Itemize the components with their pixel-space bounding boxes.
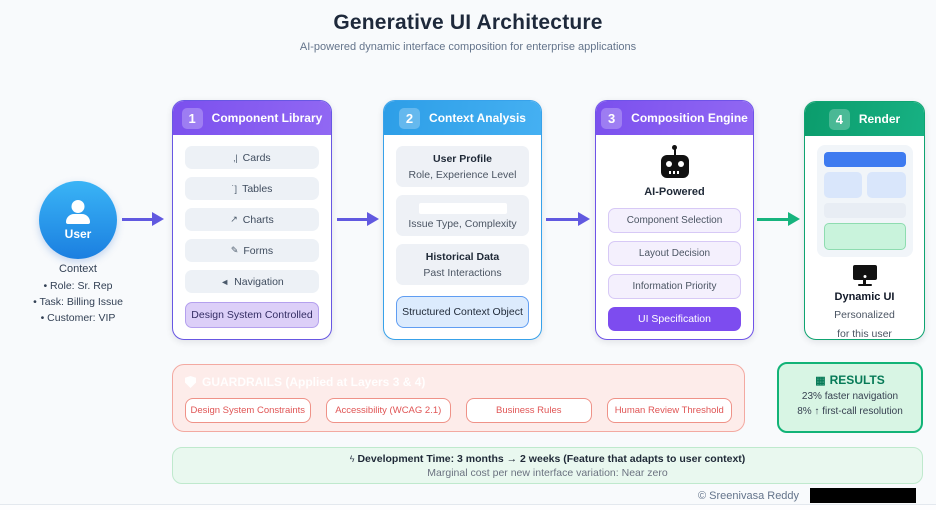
bottom-margin	[0, 505, 936, 510]
results-metric: 8% ↑ first-call resolution	[797, 406, 903, 417]
composition-engine-panel: 3 Composition Engine AI-Powered Componen…	[595, 100, 754, 340]
component-library-panel: 1 Component Library ‚|Cards ˙]Tables ↗Ch…	[172, 100, 332, 340]
mini-ui-green-block	[823, 223, 906, 250]
engine-step-layout-decision: Layout Decision	[608, 241, 741, 266]
page-title: Generative UI Architecture	[333, 11, 603, 34]
redacted-credit-block	[810, 488, 916, 503]
step-number-badge: 1	[181, 107, 203, 129]
guardrail-design-system-constraints: Design System Constraints	[185, 398, 311, 423]
results-panel: ▦RESULTS 23% faster navigation 8% ↑ firs…	[777, 362, 923, 433]
mini-ui-gray-bar	[823, 203, 906, 218]
composition-engine-header: 3 Composition Engine	[596, 101, 753, 135]
charts-icon: ↗	[230, 214, 238, 224]
mini-ui-card	[867, 172, 906, 198]
flow-arrow-engine-to-render	[757, 212, 800, 226]
render-header: 4 Render	[805, 102, 924, 136]
page-subtitle: AI-powered dynamic interface composition…	[299, 41, 637, 53]
context-analysis-panel: 2 Context Analysis User Profile Role, Ex…	[383, 100, 542, 340]
user-context: Context • Role: Sr. Rep • Task: Billing …	[4, 263, 152, 326]
person-icon	[65, 199, 91, 224]
author-credit: © Sreenivasa Reddy	[698, 490, 800, 502]
guardrail-business-rules: Business Rules	[466, 398, 592, 423]
context-analysis-header: 2 Context Analysis	[384, 101, 541, 135]
design-system-pill: Design System Controlled	[185, 302, 319, 328]
ai-powered-label: AI-Powered	[644, 186, 705, 198]
context-item: • Task: Billing Issue	[33, 296, 123, 308]
context-card-user-profile: User Profile Role, Experience Level	[396, 146, 529, 187]
guardrails-panel: GUARDRAILS (Applied at Layers 3 & 4) Des…	[172, 364, 745, 432]
render-panel: 4 Render Dynamic UI Personalized for thi…	[804, 101, 925, 340]
guardrails-title: GUARDRAILS (Applied at Layers 3 & 4)	[185, 375, 732, 389]
mini-ui-preview	[816, 145, 913, 257]
flow-arrow-library-to-context	[337, 212, 379, 226]
step-number-badge: 3	[601, 107, 623, 129]
context-title: Context	[59, 263, 97, 275]
library-item-charts: ↗Charts	[185, 208, 319, 231]
context-item: • Customer: VIP	[40, 312, 116, 324]
user-label: User	[64, 226, 92, 241]
context-card-historical-data: Historical Data Past Interactions	[396, 244, 529, 285]
cards-icon: ‚|	[233, 152, 238, 163]
flow-arrow-user-to-library	[122, 212, 164, 226]
guardrail-human-review-threshold: Human Review Threshold	[606, 398, 732, 423]
tables-icon: ˙]	[231, 183, 238, 194]
bottom-divider	[0, 504, 936, 505]
bar-chart-icon: ▦	[815, 375, 826, 387]
library-item-navigation: ◄Navigation	[185, 270, 319, 293]
marginal-cost-line: Marginal cost per new interface variatio…	[427, 466, 668, 479]
results-title: ▦RESULTS	[815, 373, 885, 387]
user-node: User	[39, 181, 117, 259]
results-metric: 23% faster navigation	[801, 391, 899, 402]
guardrail-accessibility: Accessibility (WCAG 2.1)	[325, 398, 451, 423]
library-item-tables: ˙]Tables	[185, 177, 319, 200]
mini-ui-card	[823, 172, 862, 198]
navigation-icon: ◄	[220, 276, 230, 287]
robot-icon	[660, 145, 690, 178]
render-caption: for this user	[837, 328, 892, 340]
monitor-icon	[852, 265, 877, 286]
lightning-icon: ϟ	[349, 453, 355, 464]
shield-icon	[185, 376, 196, 388]
step-number-badge: 2	[399, 107, 421, 129]
library-item-forms: ✎Forms	[185, 239, 319, 262]
context-card-current-task: Issue Type, Complexity	[396, 195, 529, 236]
engine-step-component-selection: Component Selection	[608, 208, 741, 233]
flow-arrow-context-to-engine	[546, 212, 590, 226]
forms-icon: ✎	[230, 245, 239, 255]
step-number-badge: 4	[828, 108, 850, 130]
component-library-header: 1 Component Library	[173, 101, 331, 135]
context-item: • Role: Sr. Rep	[43, 280, 113, 292]
engine-step-information-priority: Information Priority	[608, 274, 741, 299]
redacted-text-block	[418, 202, 507, 214]
dynamic-ui-label: Dynamic UI	[834, 291, 895, 303]
structured-context-object-pill: Structured Context Object	[396, 296, 529, 328]
library-item-cards: ‚|Cards	[185, 146, 319, 169]
ui-specification-pill: UI Specification	[608, 307, 741, 331]
mini-ui-header-bar	[823, 152, 906, 167]
render-caption: Personalized	[834, 309, 895, 321]
